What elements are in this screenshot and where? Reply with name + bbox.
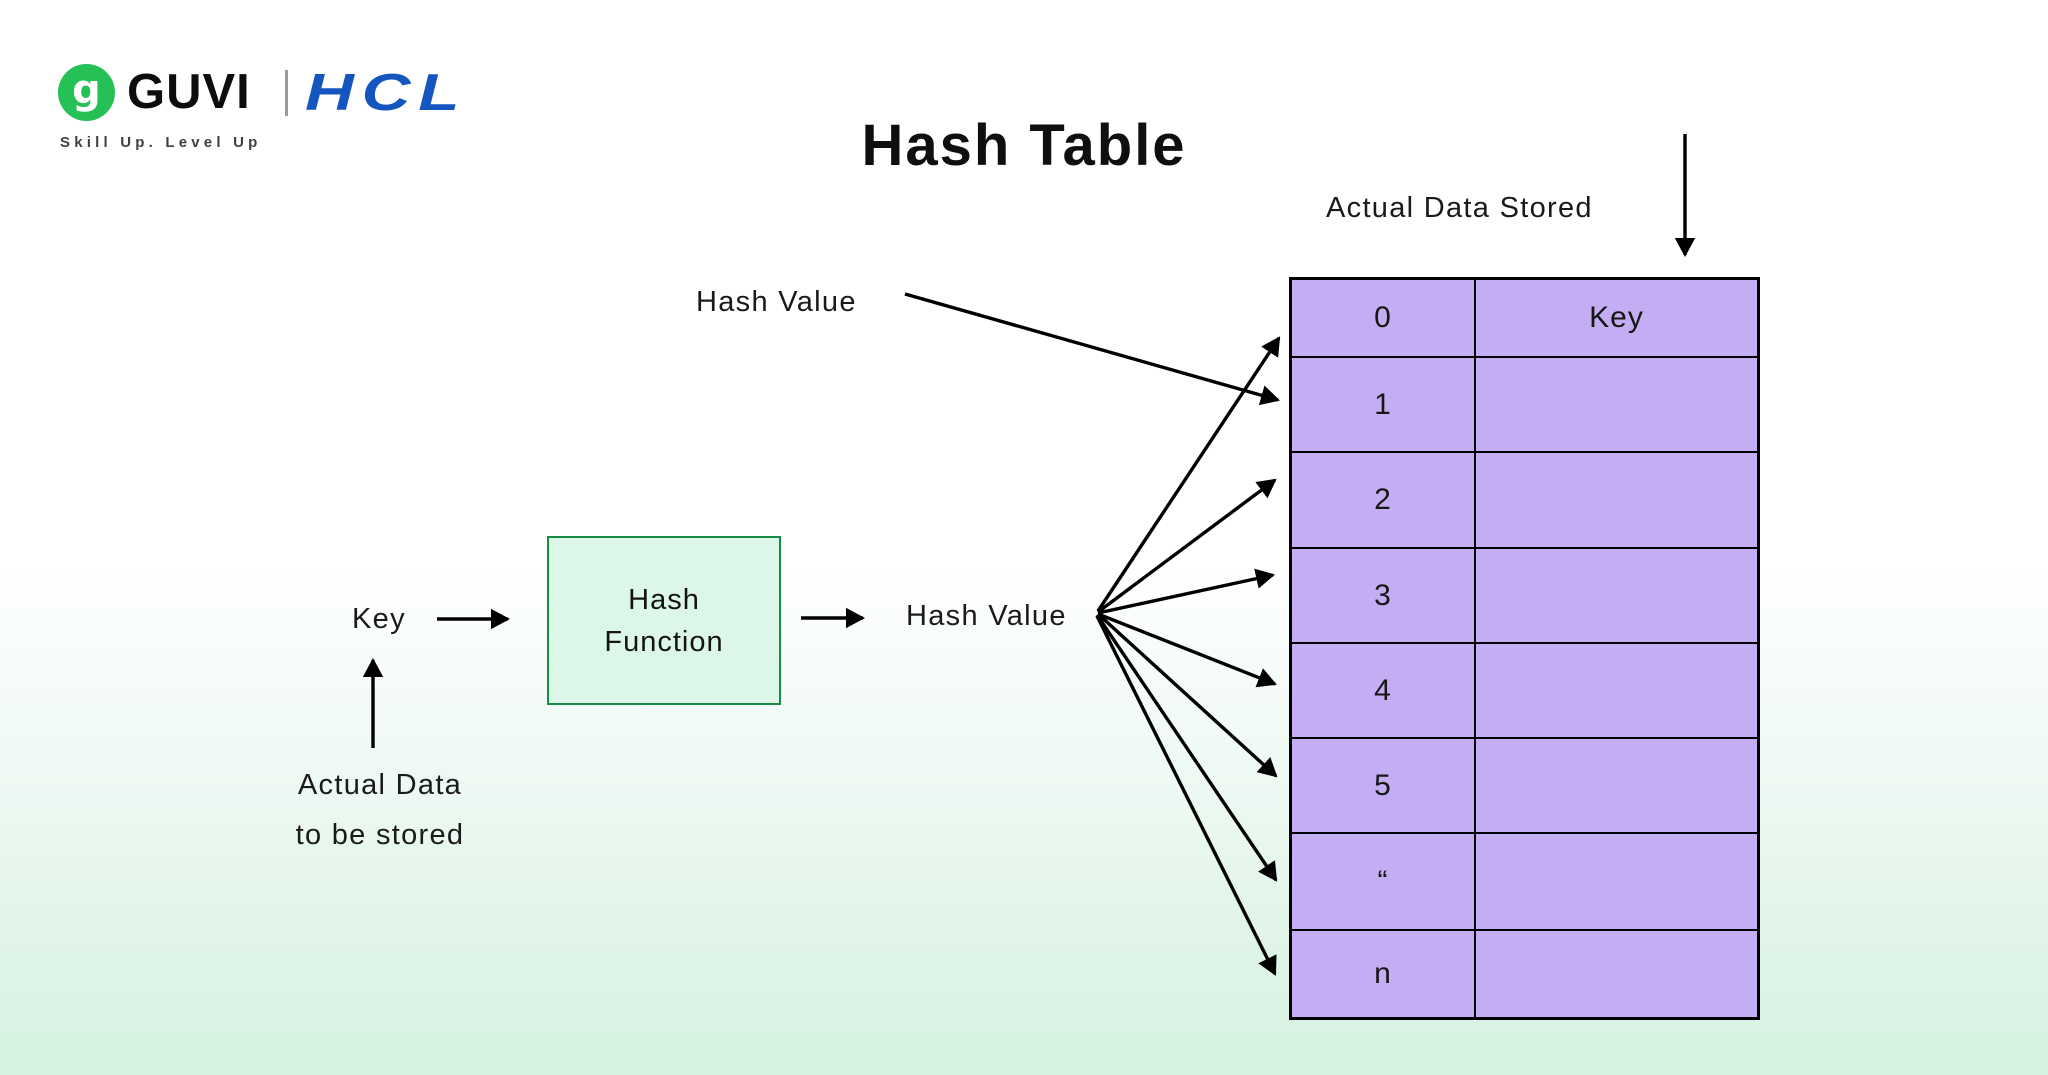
index-cell-n: n: [1291, 930, 1475, 1018]
label-actual-data-line2: to be stored: [295, 819, 465, 851]
data-cell-quote: [1475, 833, 1758, 930]
arrow-hashvalue-to-row-4: [1097, 612, 1277, 688]
index-cell-quote: “: [1291, 833, 1475, 930]
arrow-hashvalue-top-to-row-1: [904, 292, 1280, 406]
index-cell-0: 0: [1291, 279, 1475, 357]
hash-function-line1: Hash: [628, 583, 700, 616]
guvi-logo-icon: g: [58, 64, 115, 121]
page-title: Hash Table: [861, 113, 1187, 178]
label-actual-data-stored: Actual Data Stored: [1326, 192, 1593, 224]
arrow-hashvalue-to-row-2: [1096, 478, 1277, 614]
index-cell-1: 1: [1291, 357, 1475, 452]
data-cell-5: [1475, 738, 1758, 833]
data-cell-1: [1475, 357, 1758, 452]
arrow-hashvalue-to-row-quote: [1095, 614, 1278, 882]
index-cell-5: 5: [1291, 738, 1475, 833]
data-cell-n: [1475, 930, 1758, 1018]
arrow-hashvalue-to-row-n: [1095, 615, 1277, 976]
data-cell-2: [1475, 452, 1758, 548]
arrow-hashvalue-to-row-5: [1096, 612, 1278, 778]
brand-tagline: Skill Up. Level Up: [60, 134, 262, 151]
arrow-hashvalue-to-row-3: [1097, 568, 1275, 615]
data-cell-4: [1475, 643, 1758, 738]
label-hash-value-mid: Hash Value: [906, 600, 1067, 632]
label-actual-data-line1: Actual Data: [297, 769, 463, 801]
guvi-logo-mark: g: [72, 66, 101, 113]
guvi-wordmark: GUVI: [127, 65, 251, 119]
hash-function-line2: Function: [604, 625, 724, 658]
arrow-hashvalue-to-row-0: [1096, 336, 1281, 612]
logo-divider: [285, 70, 288, 116]
data-cell-3: [1475, 548, 1758, 643]
label-hash-value-top: Hash Value: [696, 286, 857, 318]
label-key: Key: [352, 603, 406, 635]
index-cell-2: 2: [1291, 452, 1475, 548]
index-cell-4: 4: [1291, 643, 1475, 738]
label-actual-data-to-be-stored: Actual Data to be stored: [230, 760, 530, 860]
index-cell-3: 3: [1291, 548, 1475, 643]
hcl-wordmark: HCL: [305, 64, 468, 122]
hash-function-box: Hash Function: [547, 536, 781, 705]
hash-table: 0 Key 1 2 3 4 5 “ n: [1289, 277, 1760, 1020]
data-cell-0: Key: [1475, 279, 1758, 357]
